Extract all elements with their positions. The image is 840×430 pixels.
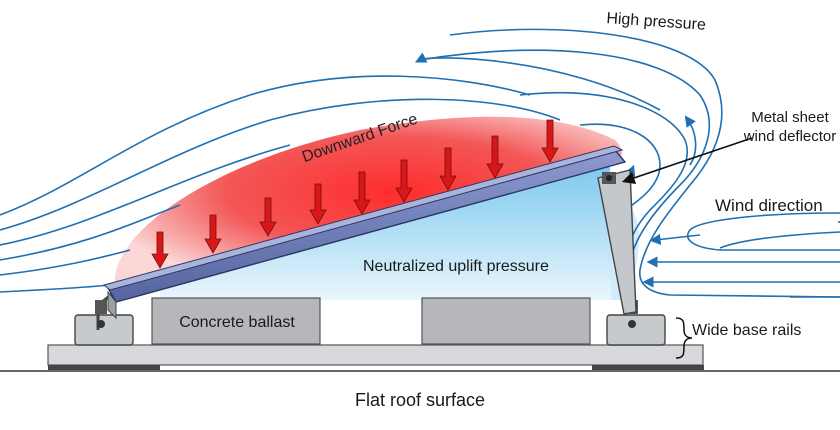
uplift-pressure-zone bbox=[160, 165, 612, 300]
wind-direction-label: Wind direction bbox=[715, 196, 823, 215]
force-arrow bbox=[204, 214, 222, 254]
bolt-icon bbox=[628, 320, 636, 328]
force-arrow bbox=[309, 183, 327, 225]
base-rail bbox=[47, 344, 704, 366]
concrete-ballast-label: Concrete ballast bbox=[179, 314, 295, 331]
solar-panel bbox=[102, 145, 627, 320]
concrete-ballast-left bbox=[151, 297, 321, 345]
base-rails-brace bbox=[675, 317, 693, 359]
metal-sheet-label: Metal sheet wind deflector bbox=[743, 109, 837, 145]
force-arrow bbox=[541, 119, 559, 163]
wide-base-rails-label: Wide base rails bbox=[692, 322, 802, 339]
deflector-leader-line bbox=[621, 137, 753, 185]
metal-sheet-deflector bbox=[597, 169, 637, 315]
rail-pad-left bbox=[48, 365, 160, 370]
force-arrow bbox=[486, 135, 504, 179]
force-arrow bbox=[151, 231, 169, 269]
concrete-ballast-right bbox=[421, 297, 591, 345]
rail-pad-right bbox=[592, 365, 704, 370]
downward-force-arrows bbox=[151, 119, 559, 269]
force-arrow bbox=[353, 171, 371, 215]
roof-surface-line bbox=[0, 370, 840, 372]
left-foot-bracket bbox=[74, 290, 134, 346]
force-arrow bbox=[395, 159, 413, 203]
neutralized-uplift-label: Neutralized uplift pressure bbox=[363, 258, 549, 275]
bolt-icon bbox=[97, 320, 105, 328]
force-arrow bbox=[439, 147, 457, 191]
flat-roof-label: Flat roof surface bbox=[354, 390, 486, 410]
force-arrow bbox=[259, 197, 277, 237]
